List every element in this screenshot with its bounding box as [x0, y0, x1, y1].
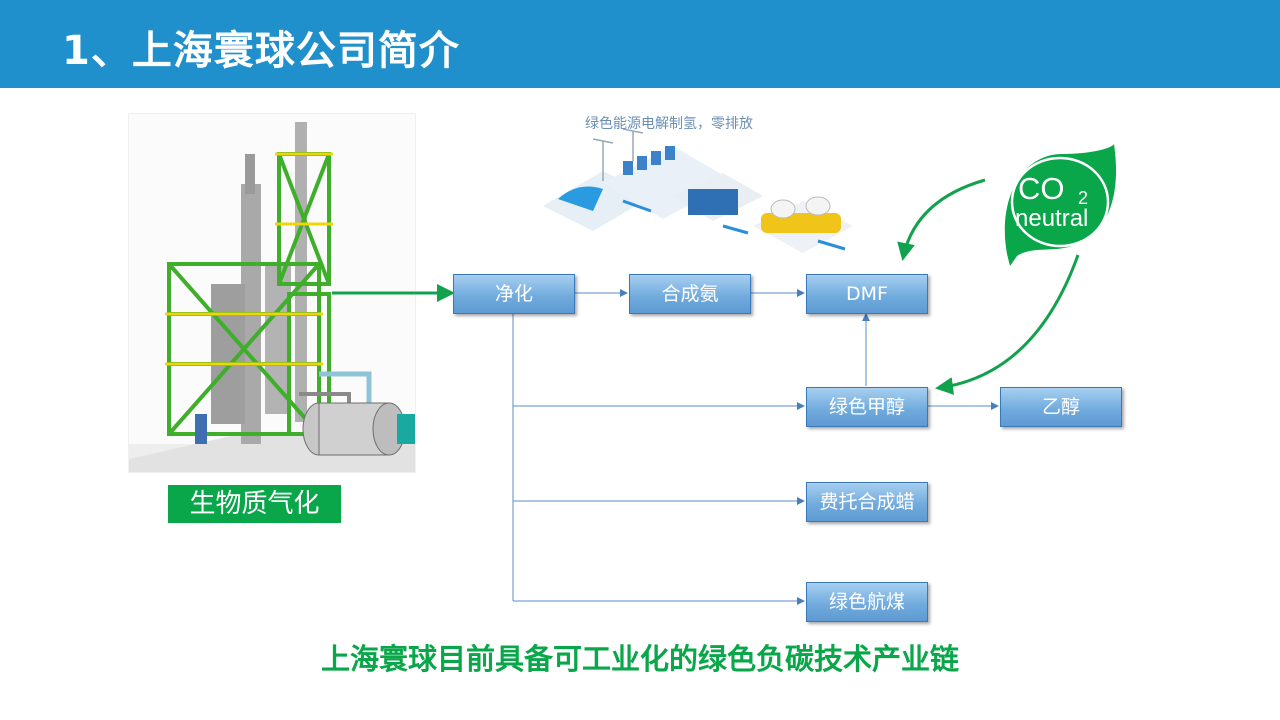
- gasification-label: 生物质气化: [168, 485, 341, 523]
- leaf-icon: [1004, 144, 1117, 266]
- neutral-text: neutral: [1015, 205, 1088, 232]
- node-jet-fuel: 绿色航煤: [806, 582, 928, 622]
- slogan-text: 上海寰球目前具备可工业化的绿色负碳技术产业链: [320, 642, 959, 676]
- page-title: 1、上海寰球公司简介: [62, 28, 460, 74]
- arrow-co2-to-dmf: [897, 178, 986, 261]
- node-dmf: DMF: [806, 274, 928, 314]
- node-ethanol: 乙醇: [1000, 387, 1122, 427]
- co2-neutral-badge: CO 2 neutral: [962, 104, 1154, 294]
- green-hydrogen-image: [533, 101, 857, 263]
- header-bar: 1、上海寰球公司简介: [0, 0, 1280, 88]
- node-ammonia: 合成氨: [629, 274, 751, 314]
- green-hydrogen-caption: 绿色能源电解制氢，零排放: [585, 116, 753, 132]
- arrow-co2-to-methanol: [935, 254, 1080, 395]
- node-methanol: 绿色甲醇: [806, 387, 928, 427]
- co2-subscript: 2: [1078, 188, 1088, 208]
- co2-text: CO: [1018, 171, 1065, 206]
- node-ft-wax: 费托合成蜡: [806, 482, 928, 522]
- node-purify: 净化: [453, 274, 575, 314]
